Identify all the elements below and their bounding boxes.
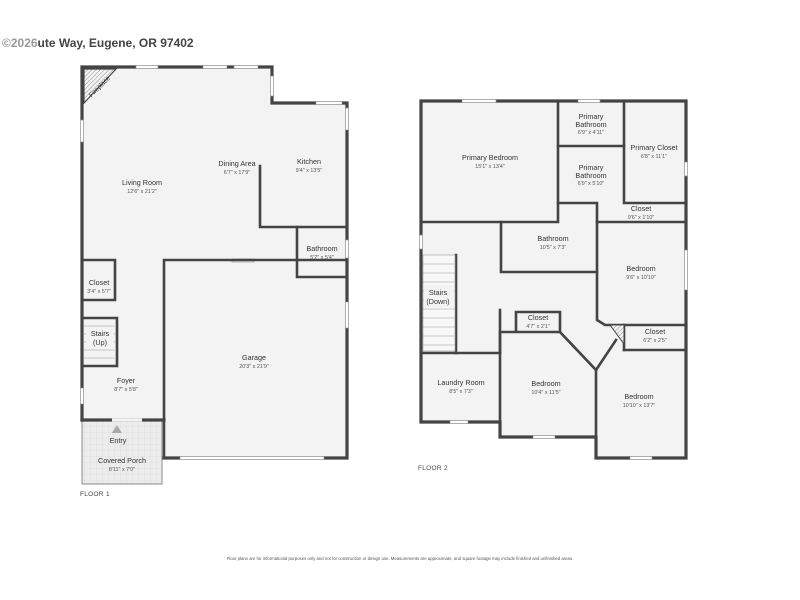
covered-porch-label: Covered Porch [98,456,146,465]
floor-2-plan [419,99,688,460]
f1-bathroom-dim: 5'2" x 5'4" [310,255,334,261]
closet-b-dim: 4'7" x 2'1" [526,324,550,330]
primary-bathroom-1-label: Primary [579,112,604,121]
closet-a-label: Closet [631,204,651,213]
kitchen-dim: 9'4" x 13'5" [296,168,323,174]
bedroom-b-dim: 10'4" x 11'5" [531,390,560,396]
bedroom-a-dim: 9'6" x 10'10" [626,275,656,281]
closet-a-dim: 9'6" x 1'10" [628,215,655,221]
covered-porch-area [81,419,163,485]
dining-area-dim: 6'7" x 17'9" [224,170,251,176]
bedroom-c-dim: 10'10" x 13'7" [623,403,656,409]
disclaimer-text: Floor plans are for informational purpos… [226,556,574,561]
garage-label: Garage [242,353,266,362]
primary-bathroom-2-label: Primary [579,163,604,172]
garage-dim: 20'3" x 21'9" [239,364,269,370]
closet-c-dim: 6'2" x 2'5" [643,338,667,344]
living-room-label: Living Room [122,178,162,187]
covered-porch-dim: 8'11" x 7'0" [109,467,135,473]
copyright-watermark: ©2026 [2,36,38,50]
primary-bathroom-2-label2: Bathroom [575,171,606,180]
floor-1-exterior-wall [80,65,349,460]
stairs-up-label: Stairs [91,329,110,338]
foyer-dim: 8'7" x 5'8" [114,387,138,393]
fireplace-hatch [83,68,118,105]
primary-bathroom-1-label2: Bathroom [575,120,606,129]
kitchen-label: Kitchen [297,157,321,166]
primary-closet-label: Primary Closet [630,143,677,152]
stairs-down-sub: (Down) [426,297,449,306]
f2-bathroom-dim: 10'5" x 7'3" [540,245,567,251]
bedroom-c-label: Bedroom [624,392,653,401]
f1-closet-dim: 3'4" x 5'7" [87,289,111,295]
closet-hatch [609,324,625,346]
bedroom-a-label: Bedroom [626,264,655,273]
closet-b-label: Closet [528,313,548,322]
laundry-room-dim: 8'5" x 7'3" [449,389,473,395]
stairs-up-sub: (Up) [93,338,107,347]
primary-bathroom-2-dim: 6'9" x 5'10" [578,181,605,187]
living-room-dim: 12'6" x 21'2" [127,189,157,195]
primary-closet-dim: 6'8" x 11'1" [641,154,667,160]
primary-bedroom-dim: 15'1" x 13'4" [475,164,505,170]
primary-bathroom-1-dim: 6'9" x 4'11" [578,130,604,136]
f2-bathroom-label: Bathroom [537,234,568,243]
primary-bedroom-label: Primary Bedroom [462,153,518,162]
f1-bathroom-label: Bathroom [306,244,337,253]
stairs-down-label: Stairs [429,288,448,297]
f1-closet-label: Closet [89,278,109,287]
entry-label: Entry [110,436,127,445]
floor-1-label: FLOOR 1 [80,491,110,498]
floor-1-plan [80,65,349,485]
closet-c-label: Closet [645,327,665,336]
property-address-header: ©2026ute Way, Eugene, OR 97402 [2,36,194,50]
laundry-room-label: Laundry Room [437,378,484,387]
floor-2-label: FLOOR 2 [418,465,448,472]
dining-area-label: Dining Area [218,159,255,168]
floor-2-windows [419,99,688,460]
address-text: ute Way, Eugene, OR 97402 [37,36,194,50]
foyer-label: Foyer [117,376,136,385]
bedroom-b-label: Bedroom [531,379,560,388]
